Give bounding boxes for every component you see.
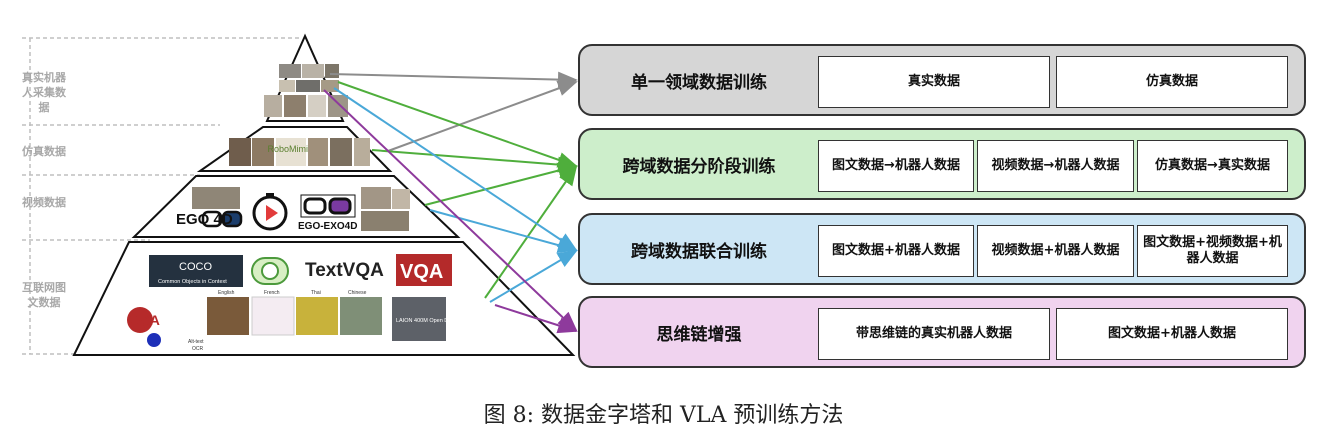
- lane-cell: 视频数据+机器人数据: [977, 225, 1134, 277]
- simulation-data-photos: RoboMimic: [229, 138, 370, 166]
- laion-logo: [392, 297, 446, 341]
- arrow-green-1: [337, 81, 578, 168]
- lane-cell: 仿真数据→真实数据: [1137, 140, 1288, 192]
- vqa-logo-label: VQA: [400, 261, 443, 283]
- lane-joint-cross-domain: 跨域数据联合训练 图文数据+机器人数据 视频数据+机器人数据 图文数据+视频数据…: [578, 213, 1306, 285]
- textvqa-logo: TextVQA: [305, 260, 384, 281]
- vqa-logo: [396, 254, 452, 286]
- gqa-logo-label: GQA: [128, 312, 160, 328]
- arrows: [323, 71, 578, 334]
- lang-english: English: [218, 290, 235, 296]
- arrow-green-2: [371, 149, 578, 173]
- lane-title: 跨域数据分阶段训练: [622, 156, 776, 177]
- svg-text:RoboMimic: RoboMimic: [267, 144, 313, 154]
- ego-exo4d-logo-label: EGO-EXO4D: [298, 221, 357, 232]
- lane-staged-cross-domain: 跨域数据分阶段训练 图文数据→机器人数据 视频数据→机器人数据 仿真数据→真实数…: [578, 128, 1306, 200]
- lane-title: 跨域数据联合训练: [631, 241, 767, 262]
- lane-cell: 图文数据+机器人数据: [1056, 308, 1288, 360]
- tier-label-internet: 互联网图文数据: [22, 281, 66, 309]
- lang-thai: Thai: [311, 290, 321, 296]
- arrow-blue-2: [429, 209, 578, 253]
- coco-logo: [149, 255, 243, 287]
- tier-label-simulation: 仿真数据: [22, 145, 66, 158]
- arrow-blue-3: [489, 249, 578, 303]
- ocr-label: OCR: [192, 346, 204, 352]
- lane-single-domain: 单一领域数据训练 真实数据 仿真数据: [578, 44, 1306, 116]
- arrow-green-4: [484, 165, 578, 299]
- lane-cell: 带思维链的真实机器人数据: [818, 308, 1050, 360]
- coco-title: COCO: [179, 261, 212, 273]
- lane-cell: 图文数据+机器人数据: [818, 225, 974, 277]
- lang-chinese: Chinese: [348, 290, 367, 296]
- arrow-gray-2: [387, 80, 578, 152]
- lane-cell: 视频数据→机器人数据: [977, 140, 1134, 192]
- alt-text-label: Alt-text: [188, 339, 204, 345]
- tier-label-robot: 真实机器人采集数据: [22, 71, 66, 114]
- lane-cell: 图文数据+视频数据+机器人数据: [1137, 225, 1288, 277]
- tier-label-video: 视频数据: [22, 196, 66, 209]
- lane-cell: 图文数据→机器人数据: [818, 140, 974, 192]
- arrow-green-3: [424, 162, 578, 206]
- internet-data-logos: [127, 254, 452, 347]
- arrow-gray-1: [329, 71, 578, 88]
- ego4d-logo-label: EGO 4D: [176, 211, 233, 228]
- lane-cell: 真实数据: [818, 56, 1050, 108]
- lang-french: French: [264, 290, 280, 296]
- arrow-purple-1: [323, 89, 578, 332]
- lane-title: 思维链增强: [656, 324, 742, 345]
- lane-title: 单一领域数据训练: [631, 72, 767, 93]
- arrow-blue-1: [333, 87, 578, 252]
- tier-scale: [22, 37, 300, 355]
- arrow-purple-2: [494, 304, 578, 334]
- robot-data-photos: [264, 64, 348, 117]
- laion-logo-label: LAION 400M Open Dataset: [396, 318, 464, 324]
- gqa-logo-icon: [127, 307, 153, 333]
- video-data-logos: [192, 187, 410, 231]
- figure-caption: 图 8: 数据金字塔和 VLA 预训练方法: [483, 403, 844, 428]
- coco-subtitle: Common Objects in Context: [158, 279, 227, 285]
- lane-cell: 仿真数据: [1056, 56, 1288, 108]
- lane-chain-of-thought: 思维链增强 带思维链的真实机器人数据 图文数据+机器人数据: [578, 296, 1306, 368]
